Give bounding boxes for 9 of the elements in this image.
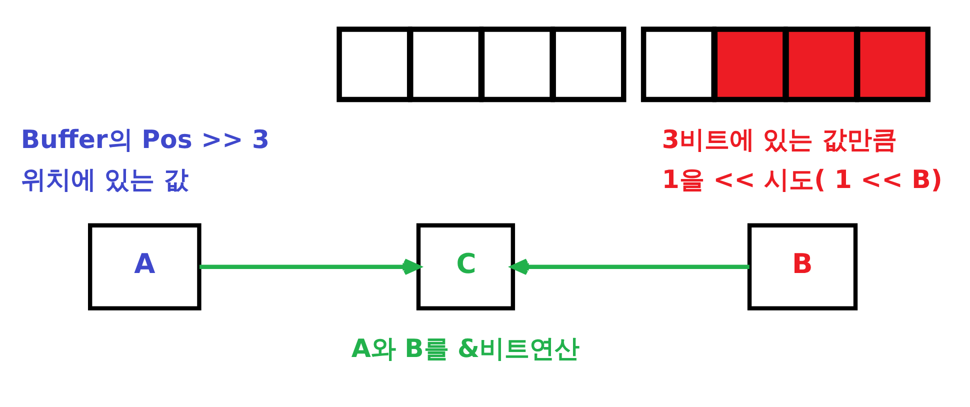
- arrow: [510, 258, 749, 275]
- node-box: [550, 26, 626, 102]
- node-label: 3비트에 있는 값만큼 1을 << 시도( 1 << B): [661, 124, 942, 194]
- node-box: A: [88, 222, 201, 310]
- node-label: A와 B를 &비트연산: [350, 333, 580, 362]
- node-box: [854, 26, 930, 102]
- node-box: B: [746, 222, 858, 310]
- node-label: Buffer의 Pos >> 3 위치에 있는 값: [20, 124, 270, 194]
- node-box: C: [416, 222, 515, 310]
